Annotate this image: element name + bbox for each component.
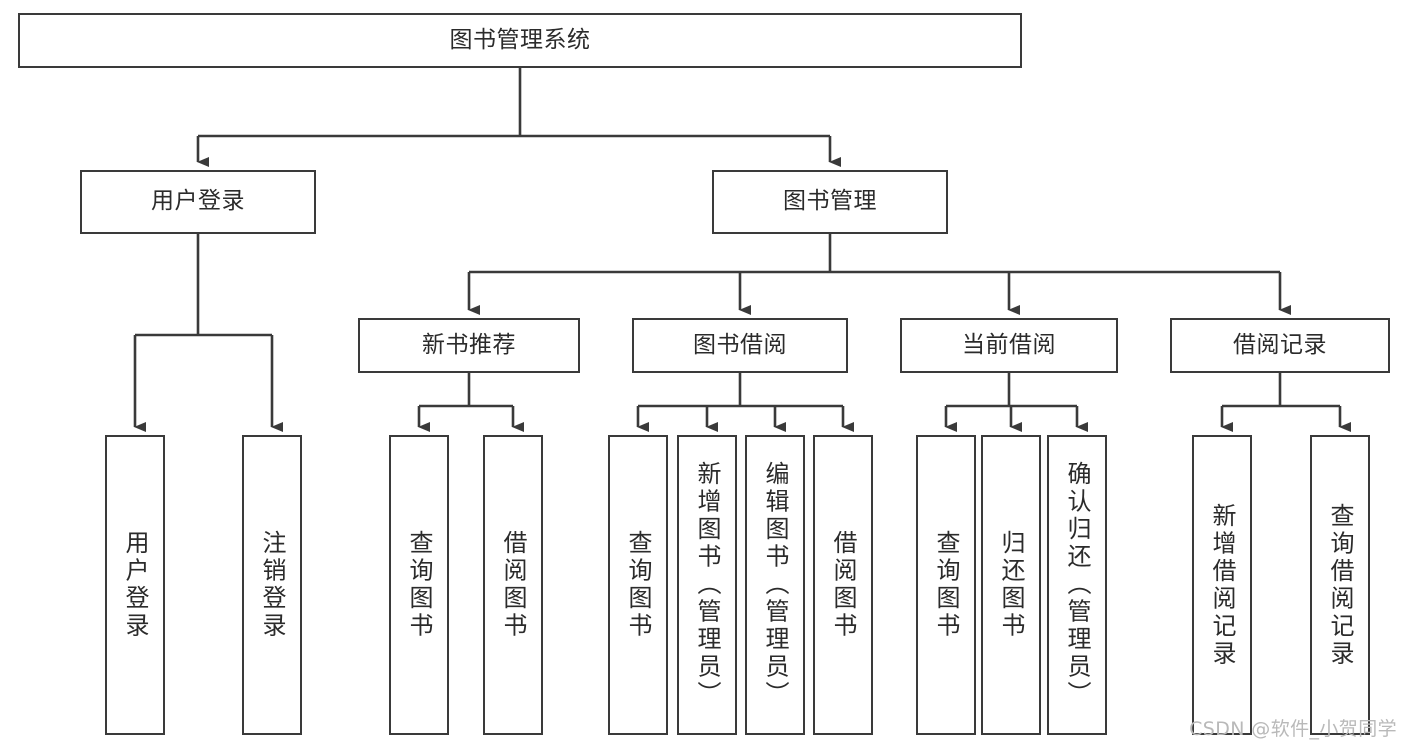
- node-label: 查询图书: [405, 530, 433, 640]
- node-label: 新书推荐: [422, 331, 516, 358]
- node-label: 查询图书: [932, 530, 960, 640]
- node-label: 图书借阅: [693, 331, 787, 358]
- node-label: 借阅图书: [499, 530, 527, 640]
- leaf-borrow-record-add[interactable]: 新增借阅记录: [1192, 435, 1252, 735]
- leaf-new-book-borrow[interactable]: 借阅图书: [483, 435, 543, 735]
- node-label: 当前借阅: [962, 331, 1056, 358]
- leaf-book-borrow-borrow[interactable]: 借阅图书: [813, 435, 873, 735]
- node-label: 图书管理系统: [449, 26, 591, 53]
- leaf-current-borrow-return[interactable]: 归还图书: [981, 435, 1041, 735]
- node-label: 新增借阅记录: [1208, 502, 1236, 668]
- node-label: 新增图书（管理员）: [693, 461, 721, 709]
- node-label: 查询图书: [624, 530, 652, 640]
- node-label: 查询借阅记录: [1326, 502, 1354, 668]
- node-label: 借阅记录: [1233, 331, 1327, 358]
- leaf-new-book-query[interactable]: 查询图书: [389, 435, 449, 735]
- node-label: 编辑图书（管理员）: [761, 461, 789, 709]
- node-user-login[interactable]: 用户登录: [80, 170, 316, 234]
- node-label: 图书管理: [783, 188, 877, 215]
- node-label: 注销登录: [258, 530, 286, 640]
- node-label: 归还图书: [997, 530, 1025, 640]
- leaf-book-borrow-query[interactable]: 查询图书: [608, 435, 668, 735]
- node-label: 用户登录: [151, 188, 245, 215]
- node-book-management[interactable]: 图书管理: [712, 170, 948, 234]
- node-book-borrow[interactable]: 图书借阅: [632, 318, 848, 373]
- leaf-user-login-logout[interactable]: 注销登录: [242, 435, 302, 735]
- node-root-system[interactable]: 图书管理系统: [18, 13, 1022, 68]
- node-label: 用户登录: [121, 530, 149, 640]
- leaf-book-borrow-add[interactable]: 新增图书（管理员）: [677, 435, 737, 735]
- node-current-borrow[interactable]: 当前借阅: [900, 318, 1118, 373]
- leaf-current-borrow-query[interactable]: 查询图书: [916, 435, 976, 735]
- node-label: 确认归还（管理员）: [1063, 461, 1091, 709]
- node-borrow-record[interactable]: 借阅记录: [1170, 318, 1390, 373]
- leaf-user-login-login[interactable]: 用户登录: [105, 435, 165, 735]
- node-new-book-recommend[interactable]: 新书推荐: [358, 318, 580, 373]
- leaf-current-borrow-confirm[interactable]: 确认归还（管理员）: [1047, 435, 1107, 735]
- node-label: 借阅图书: [829, 530, 857, 640]
- leaf-borrow-record-query[interactable]: 查询借阅记录: [1310, 435, 1370, 735]
- leaf-book-borrow-edit[interactable]: 编辑图书（管理员）: [745, 435, 805, 735]
